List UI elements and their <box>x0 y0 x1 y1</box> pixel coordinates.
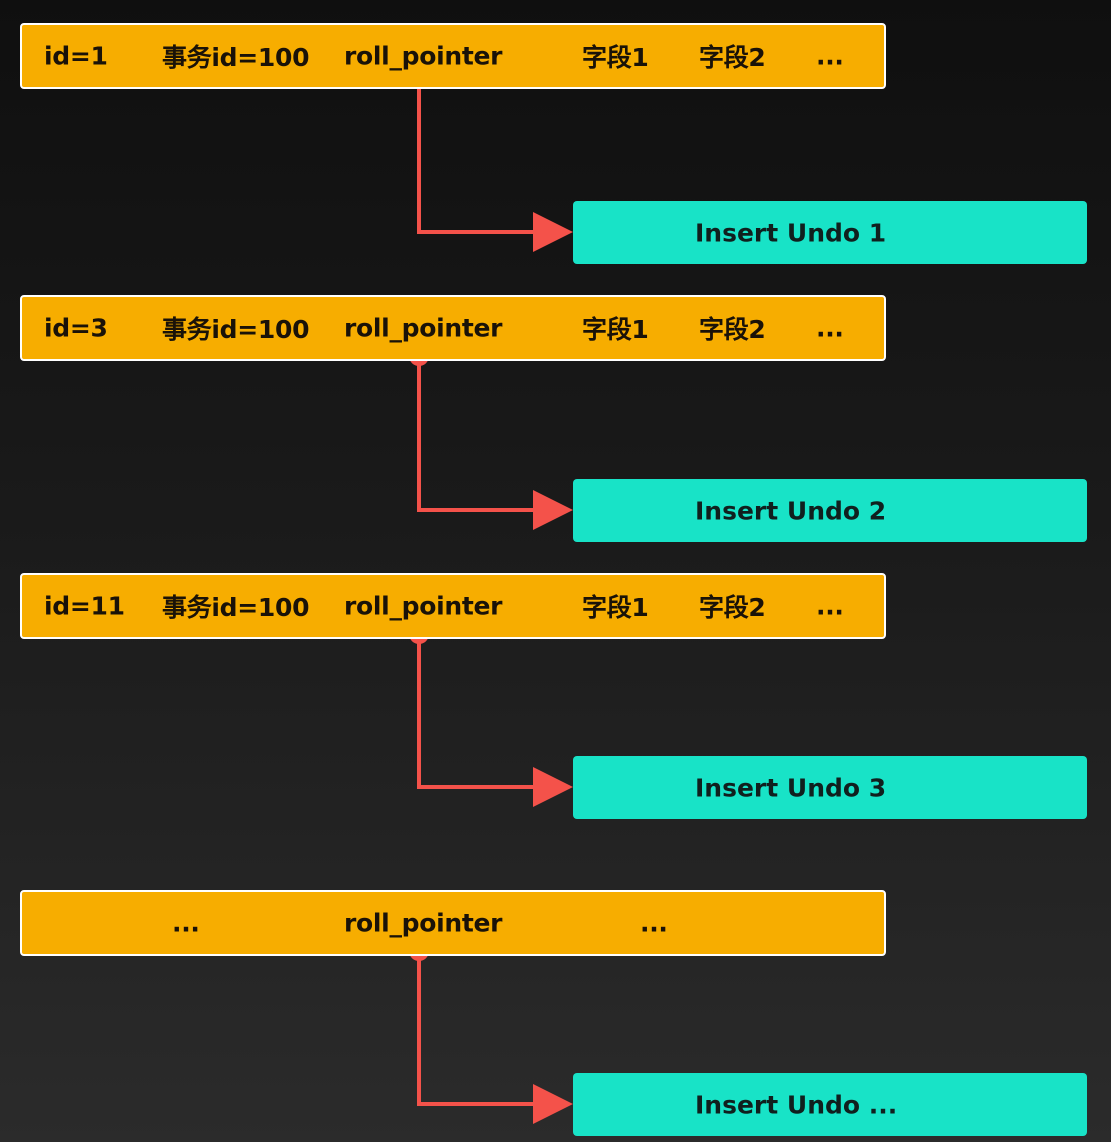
pointer-link-4 <box>409 941 573 1124</box>
more-fields-left: ... <box>172 908 200 938</box>
more-fields: ... <box>816 41 844 71</box>
pointer-link-1 <box>409 69 573 252</box>
roll-pointer-field: roll_pointer <box>344 908 503 938</box>
undo-log-1: Insert Undo 1 <box>573 201 1087 264</box>
field-1: 字段1 <box>582 593 649 622</box>
record-id-field: id=1 <box>44 41 108 71</box>
transaction-id-field: 事务id=100 <box>162 593 310 622</box>
undo-log-3: Insert Undo 3 <box>573 756 1087 819</box>
field-1: 字段1 <box>582 315 649 344</box>
undo-log-2: Insert Undo 2 <box>573 479 1087 542</box>
roll-pointer-field: roll_pointer <box>344 313 503 343</box>
record-row-1: id=1 事务id=100 roll_pointer 字段1 字段2 ... <box>20 23 886 89</box>
undo-log-label: Insert Undo 2 <box>695 496 887 525</box>
pointer-arrow-2 <box>417 356 573 530</box>
record-row-4: ... roll_pointer ... <box>20 890 886 956</box>
more-fields-right: ... <box>640 908 668 938</box>
field-2: 字段2 <box>699 593 766 622</box>
pointer-link-2 <box>409 346 573 530</box>
pointer-link-3 <box>409 624 573 807</box>
record-row-2: id=3 事务id=100 roll_pointer 字段1 字段2 ... <box>20 295 886 361</box>
undo-log-label: Insert Undo 1 <box>695 218 887 247</box>
field-2: 字段2 <box>699 43 766 72</box>
undo-log-label: Insert Undo 3 <box>695 773 887 802</box>
more-fields: ... <box>816 313 844 343</box>
record-id-field: id=11 <box>44 591 125 621</box>
roll-pointer-field: roll_pointer <box>344 41 503 71</box>
pointer-arrow-1 <box>417 79 573 252</box>
field-1: 字段1 <box>582 43 649 72</box>
record-id-field: id=3 <box>44 313 108 343</box>
more-fields: ... <box>816 591 844 621</box>
record-row-3: id=11 事务id=100 roll_pointer 字段1 字段2 ... <box>20 573 886 639</box>
field-2: 字段2 <box>699 315 766 344</box>
transaction-id-field: 事务id=100 <box>162 315 310 344</box>
undo-log-4: Insert Undo ... <box>573 1073 1087 1136</box>
undo-log-label: Insert Undo ... <box>695 1090 898 1119</box>
transaction-id-field: 事务id=100 <box>162 43 310 72</box>
roll-pointer-field: roll_pointer <box>344 591 503 621</box>
pointer-arrow-4 <box>417 951 573 1124</box>
pointer-arrow-3 <box>417 634 573 807</box>
